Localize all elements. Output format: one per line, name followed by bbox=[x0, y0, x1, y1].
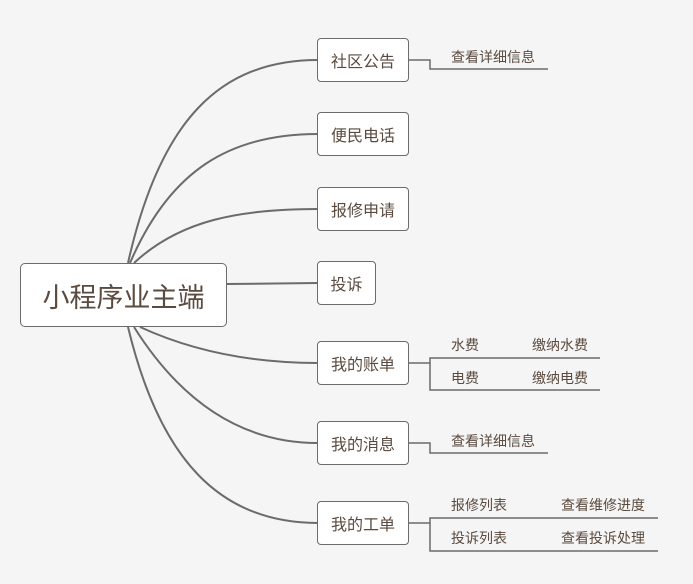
branch-node-announcement[interactable]: 社区公告 bbox=[317, 38, 409, 82]
branch-label: 便民电话 bbox=[330, 126, 395, 145]
link-root-bill bbox=[139, 326, 319, 364]
link-bill-water bbox=[408, 357, 490, 364]
link-messages-detail bbox=[408, 442, 548, 454]
branch-label: 社区公告 bbox=[330, 52, 395, 71]
branch-node-repair[interactable]: 报修申请 bbox=[317, 187, 409, 231]
branch-label: 我的工单 bbox=[330, 515, 395, 534]
root-label: 小程序业主端 bbox=[42, 282, 205, 314]
leaf-messages-detail[interactable]: 查看详细信息 bbox=[451, 434, 535, 450]
branch-node-messages[interactable]: 我的消息 bbox=[317, 421, 409, 465]
branch-node-complaint[interactable]: 投诉 bbox=[317, 261, 376, 305]
link-bill-electric bbox=[429, 363, 490, 391]
link-root-repair bbox=[133, 208, 319, 264]
link-root-phone bbox=[129, 133, 319, 264]
branch-label: 投诉 bbox=[330, 275, 363, 294]
leaf-complaint-handling[interactable]: 查看投诉处理 bbox=[561, 531, 645, 547]
leaf-electric-fee[interactable]: 电费 bbox=[451, 371, 479, 387]
leaf-water-fee[interactable]: 水费 bbox=[451, 338, 479, 354]
leaf-complaint-list[interactable]: 投诉列表 bbox=[451, 531, 507, 547]
branch-label: 我的消息 bbox=[330, 435, 395, 454]
link-workorder-repairlist bbox=[408, 517, 520, 524]
leaf-pay-water[interactable]: 缴纳水费 bbox=[532, 338, 588, 354]
leaf-repair-progress[interactable]: 查看维修进度 bbox=[561, 498, 645, 514]
link-root-announcement bbox=[127, 59, 319, 264]
leaf-announcement-detail[interactable]: 查看详细信息 bbox=[451, 50, 535, 66]
branch-node-bill[interactable]: 我的账单 bbox=[317, 341, 409, 385]
branch-node-phone[interactable]: 便民电话 bbox=[317, 112, 409, 156]
branch-label: 报修申请 bbox=[330, 201, 395, 220]
root-node[interactable]: 小程序业主端 bbox=[20, 263, 227, 327]
link-announcement-detail bbox=[408, 59, 548, 70]
branch-node-workorder[interactable]: 我的工单 bbox=[317, 501, 409, 545]
link-root-complaint bbox=[226, 282, 319, 285]
link-root-workorder bbox=[127, 326, 319, 524]
leaf-repair-list[interactable]: 报修列表 bbox=[451, 498, 507, 514]
link-root-messages bbox=[133, 326, 319, 444]
link-workorder-complaintlist bbox=[429, 523, 520, 552]
branch-label: 我的账单 bbox=[330, 355, 395, 374]
leaf-pay-electric[interactable]: 缴纳电费 bbox=[532, 371, 588, 387]
